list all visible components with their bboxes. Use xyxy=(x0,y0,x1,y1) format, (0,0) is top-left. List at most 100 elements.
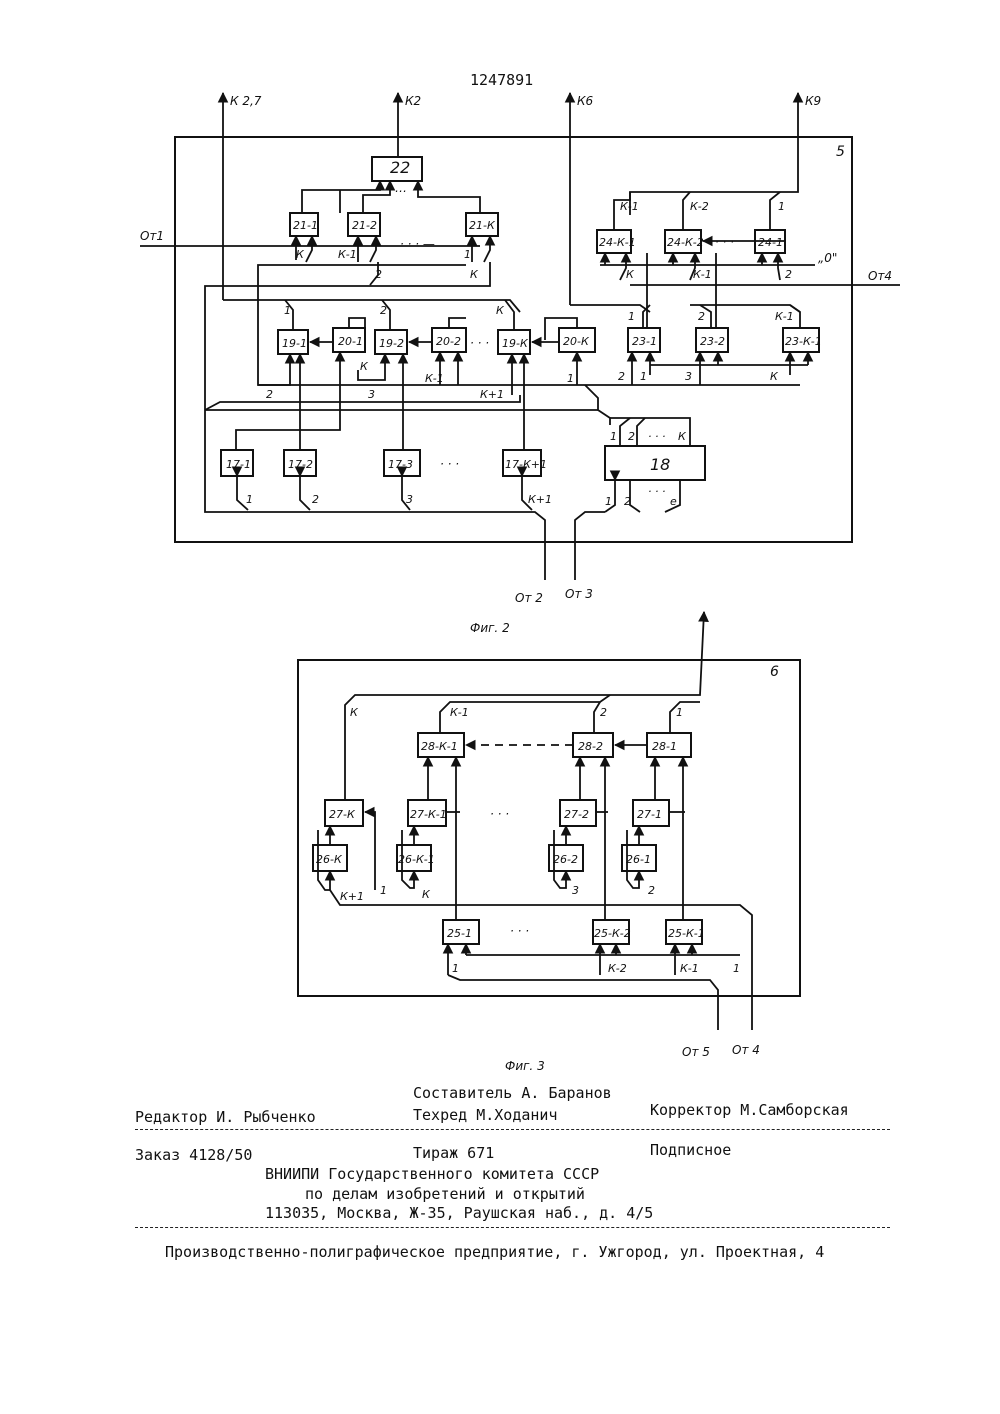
svg-text:К-1: К-1 xyxy=(338,248,357,261)
svg-text:26-2: 26-2 xyxy=(553,853,578,866)
svg-text:2: 2 xyxy=(698,310,705,323)
svg-text:2: 2 xyxy=(648,884,655,897)
svg-text:2: 2 xyxy=(624,495,631,508)
output-label-k6: К6 xyxy=(577,94,594,108)
fig2-caption: Фиг. 2 xyxy=(470,621,510,635)
svg-text:е: е xyxy=(670,495,677,508)
svg-text:К-1: К-1 xyxy=(450,706,469,719)
patent-number: 1247891 xyxy=(470,71,533,89)
svg-text:К-1: К-1 xyxy=(620,200,639,213)
org-line-3: 113035, Москва, Ж-35, Раушская наб., д. … xyxy=(265,1204,653,1222)
svg-text:28-К-1: 28-К-1 xyxy=(421,740,458,753)
svg-text:1: 1 xyxy=(676,706,683,719)
svg-text:21-1: 21-1 xyxy=(293,219,318,232)
block-22-label: 22 xyxy=(390,158,410,177)
svg-text:17-1: 17-1 xyxy=(226,458,251,471)
svg-text:27-2: 27-2 xyxy=(564,808,589,821)
svg-text:27-К-1: 27-К-1 xyxy=(410,808,447,821)
svg-text:1: 1 xyxy=(778,200,785,213)
svg-text:1: 1 xyxy=(733,962,740,975)
svg-text:3: 3 xyxy=(368,388,375,401)
svg-text:21-К: 21-К xyxy=(469,219,496,232)
output-label-k27: К 2,7 xyxy=(230,94,262,108)
svg-text:1: 1 xyxy=(284,304,291,317)
svg-text:26-К: 26-К xyxy=(316,853,343,866)
svg-text:К: К xyxy=(470,268,479,281)
svg-text:17-2: 17-2 xyxy=(288,458,313,471)
svg-text:2: 2 xyxy=(618,370,625,383)
svg-text:1: 1 xyxy=(246,493,253,506)
svg-text:2: 2 xyxy=(266,388,273,401)
svg-text:23-1: 23-1 xyxy=(632,335,657,348)
svg-text:1: 1 xyxy=(464,248,471,261)
input-label-ot4: От4 xyxy=(868,269,892,283)
svg-text:К: К xyxy=(496,304,505,317)
svg-text:1: 1 xyxy=(567,372,574,385)
svg-text:…: … xyxy=(395,181,407,195)
block-18-label: 18 xyxy=(650,455,670,474)
svg-text:К: К xyxy=(422,888,431,901)
svg-text:19-К: 19-К xyxy=(502,337,529,350)
editor: Редактор И. Рыбченко xyxy=(135,1108,316,1126)
input-label-ot1: От1 xyxy=(140,229,164,243)
svg-text:2: 2 xyxy=(785,268,792,281)
svg-text:1: 1 xyxy=(452,962,459,975)
svg-text:26-1: 26-1 xyxy=(626,853,651,866)
svg-text:К: К xyxy=(350,706,359,719)
svg-text:К: К xyxy=(626,268,635,281)
svg-text:23-2: 23-2 xyxy=(700,335,725,348)
svg-text:К: К xyxy=(678,430,687,443)
output-label-k2: К2 xyxy=(405,94,421,108)
svg-text:· · ·: · · · xyxy=(470,336,489,350)
svg-text:1: 1 xyxy=(640,370,647,383)
svg-text:24-1: 24-1 xyxy=(758,236,783,249)
order: Заказ 4128/50 xyxy=(135,1146,252,1164)
svg-text:· · ·: · · · xyxy=(510,924,529,938)
zero-label: „0" xyxy=(818,251,837,265)
svg-text:К-2: К-2 xyxy=(608,962,627,975)
svg-text:27-1: 27-1 xyxy=(637,808,662,821)
fig3-output-arrow xyxy=(345,612,704,800)
svg-text:24-К-2: 24-К-2 xyxy=(667,236,704,249)
compiler: Составитель А. Баранов xyxy=(413,1084,612,1102)
svg-text:3: 3 xyxy=(685,370,692,383)
svg-text:К-1: К-1 xyxy=(775,310,794,323)
svg-text:3: 3 xyxy=(406,493,413,506)
svg-text:23-К-1: 23-К-1 xyxy=(785,335,822,348)
input-label-ot3: От 3 xyxy=(565,587,593,601)
svg-text:К: К xyxy=(770,370,779,383)
fig3-frame xyxy=(298,660,800,996)
svg-text:· · ·: · · · xyxy=(490,807,509,821)
svg-text:21-2: 21-2 xyxy=(352,219,377,232)
fig3-frame-label: 6 xyxy=(770,664,779,680)
divider-bottom xyxy=(135,1227,890,1228)
svg-text:К: К xyxy=(360,360,369,373)
svg-text:17-3: 17-3 xyxy=(388,458,413,471)
svg-text:20-1: 20-1 xyxy=(338,335,363,348)
svg-text:К-1: К-1 xyxy=(425,372,444,385)
svg-text:2: 2 xyxy=(628,430,635,443)
svg-text:25-К-2: 25-К-2 xyxy=(594,927,631,940)
svg-text:28-1: 28-1 xyxy=(652,740,677,753)
svg-text:1: 1 xyxy=(380,884,387,897)
svg-text:20-К: 20-К xyxy=(563,335,590,348)
svg-text:20-2: 20-2 xyxy=(436,335,461,348)
svg-text:2: 2 xyxy=(312,493,319,506)
printer: Производственно-полиграфическое предприя… xyxy=(165,1243,824,1261)
input-label-ot4-fig3: От 4 xyxy=(732,1043,760,1057)
svg-text:К-2: К-2 xyxy=(690,200,709,213)
svg-text:К-1: К-1 xyxy=(693,268,712,281)
svg-text:1: 1 xyxy=(610,430,617,443)
fig3-diagram: 6 К К-1 2 1 28-К-1 28-2 28-1 27-К xyxy=(298,612,800,1073)
svg-text:2: 2 xyxy=(380,304,387,317)
circulation: Тираж 671 xyxy=(413,1144,494,1162)
svg-text:2: 2 xyxy=(600,706,607,719)
fig2-frame-label: 5 xyxy=(836,144,845,160)
corrector: Корректор М.Самборская xyxy=(650,1101,849,1119)
svg-text:25-1: 25-1 xyxy=(447,927,472,940)
svg-text:К: К xyxy=(296,248,305,261)
svg-text:19-2: 19-2 xyxy=(379,337,404,350)
svg-text:К+1: К+1 xyxy=(480,388,504,401)
svg-text:· · ·: · · · xyxy=(715,235,734,249)
svg-text:3: 3 xyxy=(572,884,579,897)
